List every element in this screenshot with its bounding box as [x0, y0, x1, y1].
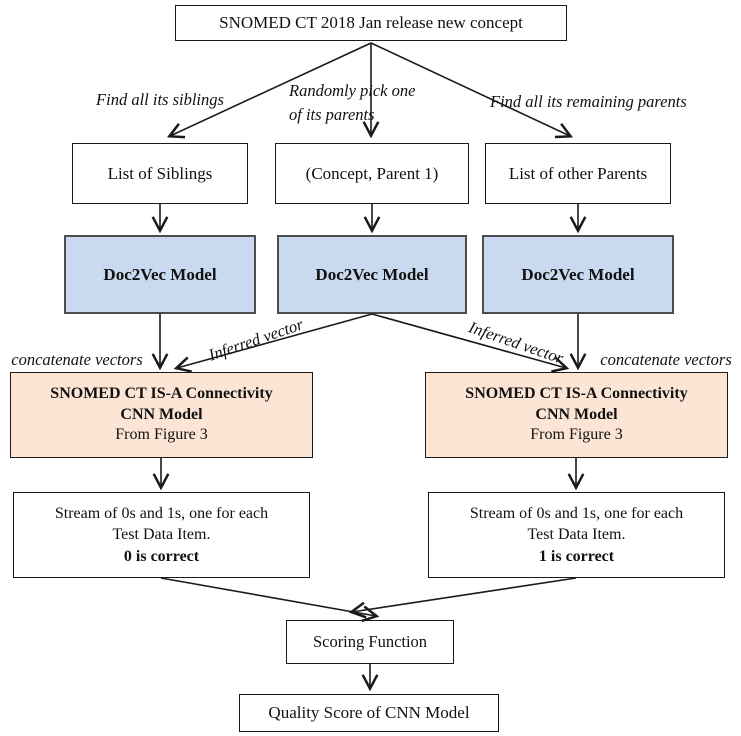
box-stream-right-line3: 1 is correct — [538, 547, 615, 565]
box-stream-right: Stream of 0s and 1s, one for each Test D… — [428, 492, 725, 578]
box-list-of-other-parents: List of other Parents — [485, 143, 671, 204]
edge-label-inferred-right: Inferred vector — [466, 317, 566, 368]
box-list-of-siblings: List of Siblings — [72, 143, 248, 204]
box-cnn-left-note: From Figure 3 — [115, 426, 208, 444]
edge-label-concatenate-right: concatenate vectors — [600, 350, 732, 369]
box-stream-left-line3: 0 is correct — [123, 547, 200, 565]
box-cnn-left-subtitle: CNN Model — [120, 405, 203, 423]
box-quality-score: Quality Score of CNN Model — [239, 694, 499, 732]
box-stream-left-line2: Test Data Item. — [112, 526, 211, 544]
box-new-concept: SNOMED CT 2018 Jan release new concept — [175, 5, 567, 41]
box-cnn-right-subtitle: CNN Model — [535, 405, 618, 423]
box-doc2vec-middle: Doc2Vec Model — [277, 235, 467, 314]
box-cnn-left-title: SNOMED CT IS-A Connectivity — [50, 384, 273, 402]
box-stream-left: Stream of 0s and 1s, one for each Test D… — [13, 492, 310, 578]
box-concept-parent1: (Concept, Parent 1) — [275, 143, 469, 204]
box-cnn-right-note: From Figure 3 — [530, 426, 623, 444]
arrow-stream-right-to-scoring — [352, 577, 577, 612]
edge-label-find-siblings: Find all its siblings — [96, 90, 224, 109]
box-cnn-left: SNOMED CT IS-A Connectivity CNN Model Fr… — [10, 372, 313, 458]
box-doc2vec-right: Doc2Vec Model — [482, 235, 674, 314]
box-stream-right-line2: Test Data Item. — [527, 526, 626, 544]
edge-label-random-parent-line2: of its parents — [289, 104, 375, 124]
edge-label-find-remaining-parents: Find all its remaining parents — [490, 92, 687, 111]
arrow-stream-left-to-scoring — [160, 577, 376, 616]
box-scoring-function: Scoring Function — [286, 620, 454, 664]
box-cnn-right: SNOMED CT IS-A Connectivity CNN Model Fr… — [425, 372, 728, 458]
box-stream-left-line1: Stream of 0s and 1s, one for each — [54, 504, 269, 522]
box-cnn-right-title: SNOMED CT IS-A Connectivity — [465, 384, 688, 402]
edge-label-inferred-left: Inferred vector — [206, 314, 306, 365]
box-stream-right-line1: Stream of 0s and 1s, one for each — [469, 504, 684, 522]
edge-label-concatenate-left: concatenate vectors — [11, 350, 143, 369]
box-doc2vec-left: Doc2Vec Model — [64, 235, 256, 314]
edge-label-random-parent-line1: Randomly pick one — [289, 81, 416, 100]
edge-label-random-parent: Randomly pick one of its parents — [289, 79, 459, 127]
